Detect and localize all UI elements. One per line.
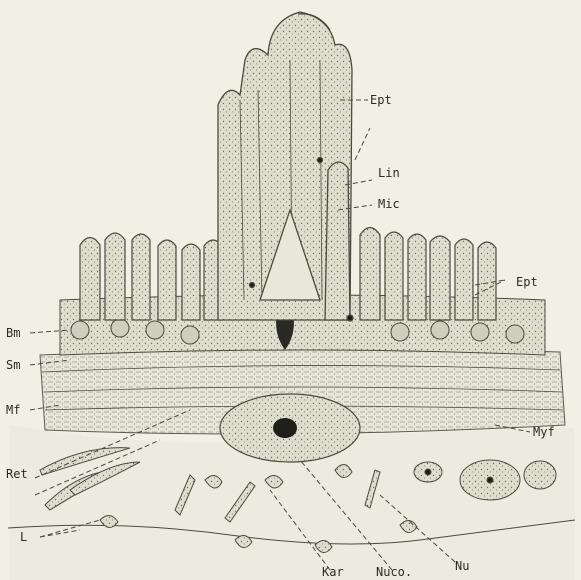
label-myf: Myf [533, 425, 555, 439]
label-sm: Sm [6, 358, 20, 372]
label-nu: Nu [455, 559, 469, 573]
label-nuco: Nuco. [376, 565, 412, 579]
label-mf: Mf [6, 403, 20, 417]
label-ept-top: Ept [370, 93, 392, 107]
large-cell-nucleus [273, 418, 297, 438]
label-ret: Ret [6, 467, 28, 481]
label-l: L [20, 530, 27, 544]
label-bm: Bm [6, 326, 20, 340]
central-villus [218, 12, 353, 321]
label-lin: Lin [378, 166, 400, 180]
label-kar: Kar [322, 565, 344, 579]
label-mic: Mic [378, 197, 400, 211]
label-ept-right: Ept [516, 275, 538, 289]
